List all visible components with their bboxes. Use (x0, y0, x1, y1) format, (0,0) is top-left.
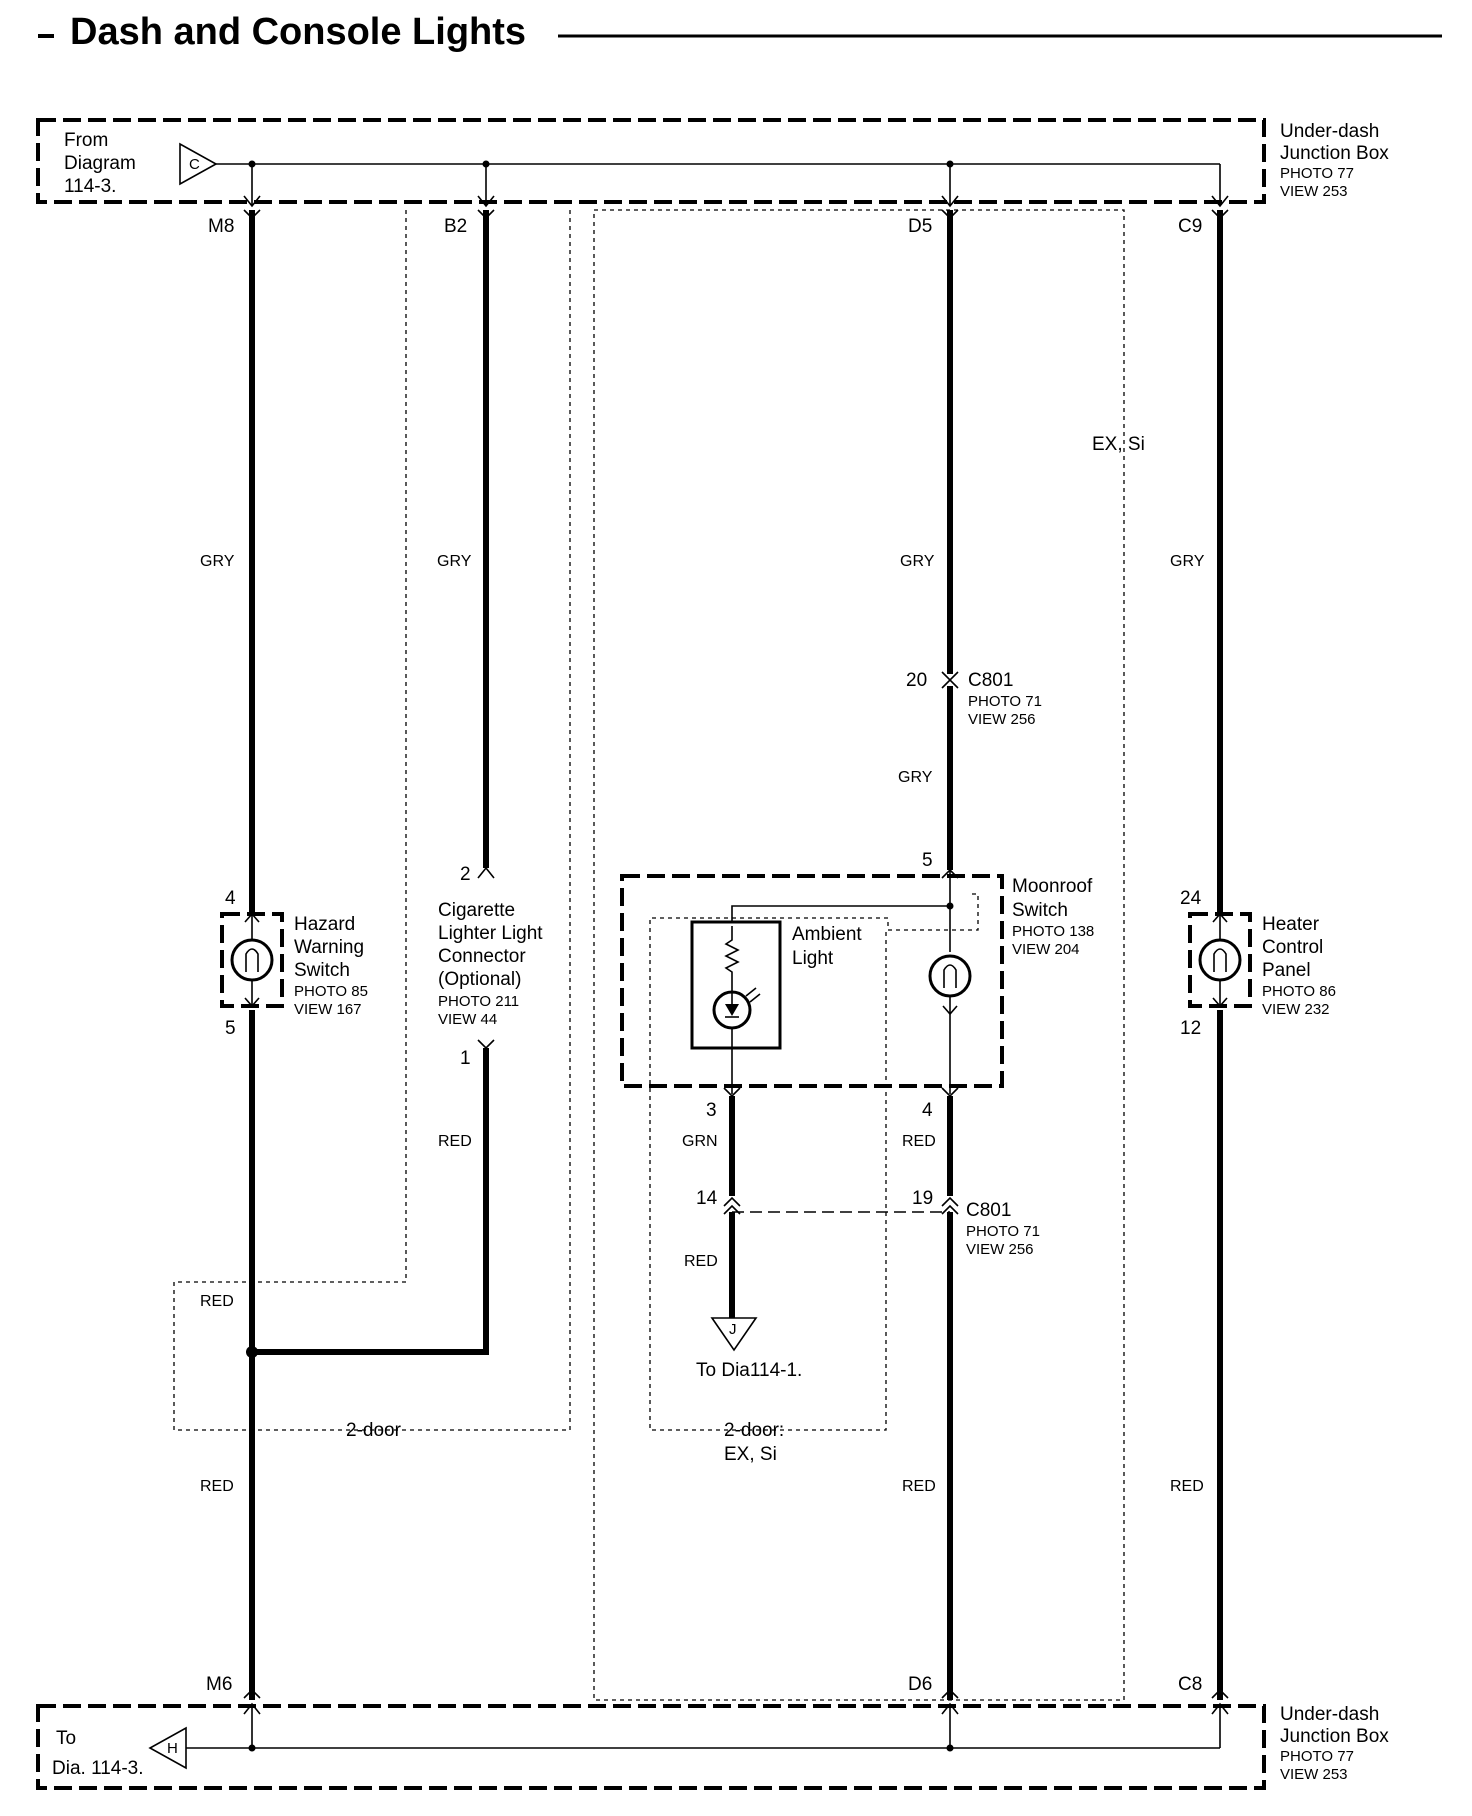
c801-top-pin: 20 (906, 670, 927, 691)
two-door-label: 2-door (346, 1420, 402, 1441)
moonroof-name: Moonroof Switch (1012, 876, 1098, 921)
top-box-photo: PHOTO 77 (1280, 165, 1354, 182)
moonroof-inner-feed (731, 905, 950, 926)
wire-color-red-4: RED (684, 1253, 718, 1270)
top-box-view: VIEW 253 (1280, 183, 1348, 200)
top-junction-box (36, 118, 1266, 204)
wire-color-gry-3: GRY (900, 553, 935, 570)
hazard-pin-top: 4 (225, 888, 236, 909)
terminal-b2: B2 (444, 216, 467, 237)
terminal-d6: D6 (908, 1674, 932, 1695)
wire-color-red-6: RED (902, 1478, 936, 1495)
connector-c-triangle (179, 142, 218, 186)
ground-ref-triangle (710, 1317, 758, 1352)
wire-color-red-2: RED (200, 1478, 234, 1495)
ground-ref-letter: J (729, 1321, 737, 1338)
terminal-d5: D5 (908, 216, 932, 237)
moonroof-photo: PHOTO 138 (1012, 923, 1094, 940)
c801-bottom-view: VIEW 256 (966, 1241, 1034, 1258)
heater-bulb-icon (1198, 912, 1242, 1008)
moonroof-bulb-icon (928, 954, 972, 1094)
lighter-pin-bottom: 1 (460, 1048, 471, 1069)
c801-bottom-pin-left: 14 (696, 1188, 718, 1209)
ambient-name: Ambient Light (792, 924, 867, 969)
wire-color-gry-5: GRY (1170, 553, 1205, 570)
hazard-pin-bottom: 5 (225, 1018, 236, 1039)
bottom-box-view: VIEW 253 (1280, 1766, 1348, 1783)
lighter-pin-bottom-arrow (477, 1039, 495, 1050)
wire-color-red-5: RED (902, 1133, 936, 1150)
wire-color-gry-2: GRY (437, 553, 472, 570)
wire-color-gry-4: GRY (898, 769, 933, 786)
c801-top-view: VIEW 256 (968, 711, 1036, 728)
moonroof-pin-top: 5 (922, 850, 933, 871)
ground-ref-label: To Dia114-1. (696, 1360, 802, 1381)
hazard-name: Hazard Warning Switch (294, 914, 369, 981)
bottom-junction-box (36, 1704, 1266, 1790)
lighter-photo: PHOTO 211 (438, 993, 519, 1010)
moonroof-view: VIEW 204 (1012, 941, 1080, 958)
two-door-region (173, 210, 571, 1431)
two-door-ex-si-label: 2-door: EX, Si (724, 1420, 789, 1465)
wire-color-grn: GRN (682, 1133, 718, 1150)
top-bus-taps (243, 160, 1229, 208)
ambient-resistor-icon (724, 926, 740, 988)
connector-h-letter: H (167, 1740, 178, 1757)
lighter-view: VIEW 44 (438, 1011, 497, 1028)
c801-top-connector-icon (941, 671, 959, 689)
connector-c-letter: C (189, 156, 200, 173)
terminal-m6: M6 (206, 1674, 232, 1695)
bottom-box-photo: PHOTO 77 (1280, 1748, 1354, 1765)
bottom-bus-taps (243, 1702, 1229, 1752)
lighter-pin-top-arrow (477, 866, 495, 879)
wire-color-red-1: RED (200, 1293, 234, 1310)
bottom-terminal-arrows (243, 1688, 1229, 1699)
moonroof-pin-left: 3 (706, 1100, 717, 1121)
top-box-name: Under-dash Junction Box (1280, 121, 1389, 164)
terminal-m8: M8 (208, 216, 234, 237)
c801-bottom-photo: PHOTO 71 (966, 1223, 1040, 1240)
lighter-pin-top: 2 (460, 864, 471, 885)
c801-top-name: C801 (968, 670, 1013, 691)
wire-color-red-3: RED (438, 1133, 472, 1150)
c801-bottom-right-connector-icon (941, 1196, 959, 1215)
hazard-view: VIEW 167 (294, 1001, 362, 1018)
moonroof-pin-right: 4 (922, 1100, 933, 1121)
c801-bottom-name: C801 (966, 1200, 1011, 1221)
bottom-box-name: Under-dash Junction Box (1280, 1704, 1389, 1747)
heater-name: Heater Control Panel (1262, 914, 1329, 981)
wire-lighter-splice (252, 1048, 489, 1355)
top-terminal-arrows (243, 209, 1229, 220)
c801-bottom-pin-right: 19 (912, 1188, 933, 1209)
wire-color-red-7: RED (1170, 1478, 1204, 1495)
from-diagram-label: From Diagram 114-3. (64, 130, 141, 197)
hazard-bulb-icon (230, 912, 274, 1008)
heater-pin-bottom: 12 (1180, 1018, 1201, 1039)
terminal-c9: C9 (1178, 216, 1202, 237)
ex-si-region (593, 209, 1125, 1701)
ambient-light-box (690, 920, 782, 1050)
to-diagram-label: To Dia. 114-3. (52, 1728, 144, 1779)
heater-view: VIEW 232 (1262, 1001, 1330, 1018)
two-door-ex-si-region (649, 893, 979, 1431)
moonroof-switch-box (620, 874, 1004, 1088)
ex-si-label: EX, Si (1092, 434, 1145, 455)
hazard-photo: PHOTO 85 (294, 983, 368, 1000)
heater-photo: PHOTO 86 (1262, 983, 1336, 1000)
wire-color-gry-1: GRY (200, 553, 235, 570)
lighter-name: Cigarette Lighter Light Connector (Optio… (438, 900, 548, 990)
page-title: Dash and Console Lights (70, 11, 526, 53)
heater-pin-top: 24 (1180, 888, 1202, 909)
terminal-c8: C8 (1178, 1674, 1202, 1695)
c801-top-photo: PHOTO 71 (968, 693, 1042, 710)
